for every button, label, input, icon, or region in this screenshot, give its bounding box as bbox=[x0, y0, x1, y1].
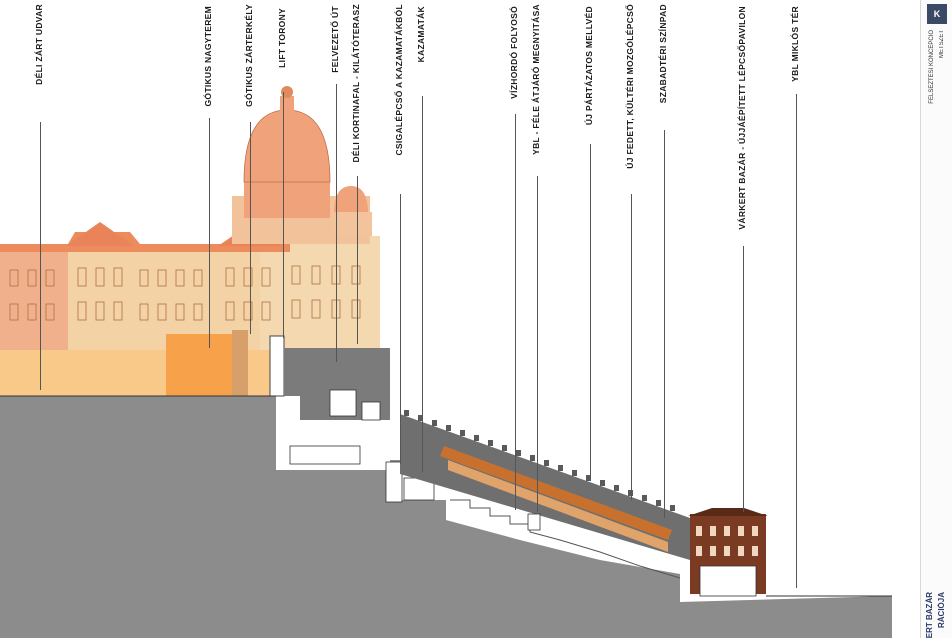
label-ybl-miklos-ter: YBL MIKLÓS TÉR bbox=[790, 6, 800, 82]
kazamata-upper-2 bbox=[361, 401, 381, 421]
sidebar-line-1: FELSEZTÉSI KONCEPCIÓ bbox=[929, 30, 935, 104]
label-kazamatak: KAZAMATÁK bbox=[416, 6, 426, 63]
leader-csigalepcso bbox=[400, 194, 401, 464]
title-sidebar: K FELSEZTÉSI KONCEPCIÓ METSZET ERT BAZÁR… bbox=[920, 0, 952, 638]
label-ybl-fele-atjaro: YBL - FÉLE ÁTJÁRÓ MEGNYITÁSA bbox=[531, 4, 541, 155]
pavilion-windows bbox=[696, 526, 758, 556]
dome-drum-inner bbox=[244, 178, 330, 218]
sidebar-line-2: METSZET bbox=[939, 30, 945, 58]
leader-gotikus-zarterkely bbox=[250, 122, 251, 334]
stair-shaft bbox=[385, 461, 403, 503]
leader-deli-kortinafal bbox=[357, 176, 358, 344]
palace-windows bbox=[9, 265, 361, 321]
kazamata-upper bbox=[329, 389, 357, 417]
label-lift-torony: LIFT TORONY bbox=[277, 8, 287, 68]
leader-partazatos bbox=[590, 144, 591, 480]
leader-vizhordo bbox=[515, 114, 516, 510]
leader-felvezeto-ut bbox=[336, 84, 337, 362]
leader-gotikus-nagyterem bbox=[209, 118, 210, 348]
palace-left-pink bbox=[0, 248, 68, 352]
pavilion-roof bbox=[688, 508, 768, 516]
label-gotikus-zarterkely: GÓTIKUS ZÁRTERKÉLY bbox=[244, 4, 254, 107]
leader-kazamatak bbox=[422, 96, 423, 472]
lower-stairs bbox=[450, 499, 681, 579]
logo-icon: K bbox=[927, 4, 947, 24]
escalator-stair bbox=[448, 460, 668, 552]
leader-uj-fedett bbox=[631, 194, 632, 500]
palace-right-wing bbox=[260, 236, 380, 352]
leader-szabadteri bbox=[664, 130, 665, 518]
bottom-title-2: RÁCIÓJA bbox=[937, 592, 946, 629]
leader-lift-torony bbox=[283, 92, 284, 338]
leader-varkert bbox=[743, 246, 744, 512]
gothic-hall-block bbox=[166, 334, 234, 396]
bottom-title-1: ERT BAZÁR bbox=[925, 592, 934, 639]
label-deli-zart-udvar: DÉLI ZÁRT UDVAR bbox=[34, 4, 44, 85]
label-uj-partazatos-mellved: ÚJ PÁRTÁZATOS MELLVÉD bbox=[584, 6, 594, 126]
label-deli-kortinafal: DÉLI KORTINAFAL - KILÁTÓTERASZ bbox=[351, 4, 361, 163]
lower-passage bbox=[289, 445, 361, 465]
leader-deli-zart-udvar bbox=[40, 122, 41, 390]
leader-ybl-ter bbox=[796, 94, 797, 588]
leader-ybl-fele bbox=[537, 176, 538, 512]
crenellations bbox=[404, 410, 675, 511]
label-csigalepcso: CSIGALÉPCSŐ A KAZAMATÁKBÓL bbox=[394, 4, 404, 156]
lantern-top bbox=[281, 86, 293, 98]
gothic-zarterkely-wall bbox=[232, 330, 248, 396]
covered-escalator bbox=[440, 446, 672, 540]
label-gotikus-nagyterem: GÓTIKUS NAGYTEREM bbox=[203, 6, 213, 107]
label-felvezeto-ut: FELVEZETŐ ÚT bbox=[330, 6, 340, 73]
pavilion-hall bbox=[699, 565, 757, 597]
ground-mass bbox=[0, 396, 892, 638]
side-dome-base bbox=[332, 212, 372, 236]
label-szabadteri-szinpad: SZABADTÉRI SZÍNPAD bbox=[658, 4, 668, 104]
left-pavilion-roof bbox=[66, 222, 134, 246]
label-vizhordo-folyoso: VÍZHORDÓ FOLYOSÓ bbox=[509, 6, 519, 99]
label-uj-fedett-kulteri: ÚJ FEDETT, KÜLTÉRI MOZGÓLÉPCSŐ bbox=[625, 4, 635, 169]
main-roof bbox=[0, 232, 290, 252]
lift-tower bbox=[269, 335, 285, 397]
side-dome bbox=[334, 186, 368, 214]
ybl-atjaro-arch bbox=[527, 513, 541, 531]
label-varkert-bazar: VÁRKERT BAZÁR - ÚJJÁÉPÍTETT LÉPCSŐPAVILO… bbox=[737, 6, 747, 230]
main-dome bbox=[243, 109, 331, 183]
